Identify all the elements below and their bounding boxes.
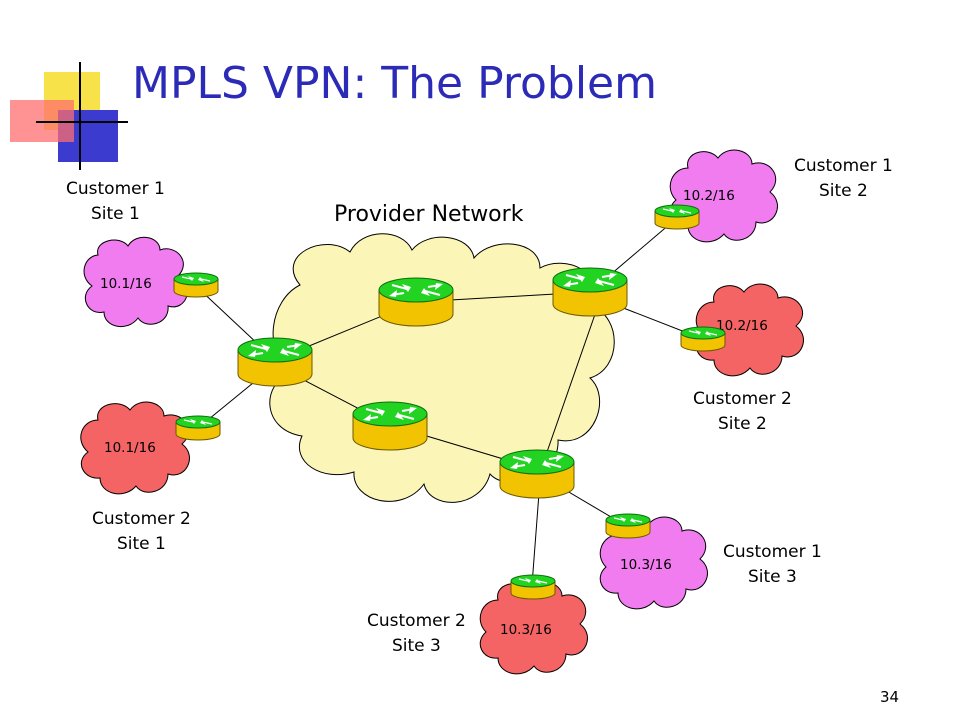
customer1-site2-label: Customer 1 Site 2 [794, 154, 893, 204]
customer2-site3-router [510, 574, 556, 600]
provider-router-northeast [552, 267, 628, 317]
customer1-site2-site: Site 2 [818, 181, 868, 201]
slide-logo-decoration [10, 62, 128, 170]
customer1-site3-label: Customer 1 Site 3 [723, 540, 822, 590]
customer1-site2-router [654, 204, 700, 230]
customer2-site1-label: Customer 2 Site 1 [92, 507, 191, 557]
customer2-site3-customer: Customer 2 [367, 611, 466, 631]
customer2-site2-prefix: 10.2/16 [716, 318, 768, 334]
provider-network-label: Provider Network [334, 202, 524, 227]
customer2-site2-site: Site 2 [717, 414, 767, 434]
customer1-site1-site: Site 1 [90, 204, 140, 224]
provider-router-south [352, 401, 428, 451]
customer1-site3-site: Site 3 [747, 567, 797, 587]
customer1-site3-cloud [599, 516, 708, 610]
customer2-site1-router [175, 415, 221, 441]
customer2-site3-prefix: 10.3/16 [500, 622, 552, 638]
customer1-site2-prefix: 10.2/16 [683, 188, 735, 204]
customer2-site2-customer: Customer 2 [693, 389, 792, 409]
customer2-site2-label: Customer 2 Site 2 [693, 387, 792, 437]
customer2-site1-customer: Customer 2 [92, 509, 191, 529]
customer2-site3-label: Customer 2 Site 3 [367, 609, 466, 659]
customer1-site1-router [173, 272, 219, 298]
provider-router-southeast [499, 449, 575, 499]
customer2-site1-prefix: 10.1/16 [104, 440, 156, 456]
customer1-site2-customer: Customer 1 [794, 156, 893, 176]
slide-title: MPLS VPN: The Problem [132, 58, 657, 109]
page-number: 34 [880, 688, 900, 706]
customer1-site1-prefix: 10.1/16 [100, 276, 152, 292]
provider-router-north [378, 277, 454, 327]
customer1-site3-customer: Customer 1 [723, 542, 822, 562]
customer2-site2-router [680, 326, 726, 352]
customer2-site3-site: Site 3 [391, 636, 441, 656]
customer1-site1-cloud [83, 236, 188, 327]
customer1-site1-customer: Customer 1 [66, 179, 165, 199]
customer2-site1-cloud [80, 401, 190, 495]
customer1-site3-prefix: 10.3/16 [620, 557, 672, 573]
customer2-site1-site: Site 1 [116, 534, 166, 554]
customer1-site1-label: Customer 1 Site 1 [66, 177, 165, 227]
provider-router-west [237, 337, 313, 387]
customer1-site3-router [605, 513, 651, 539]
